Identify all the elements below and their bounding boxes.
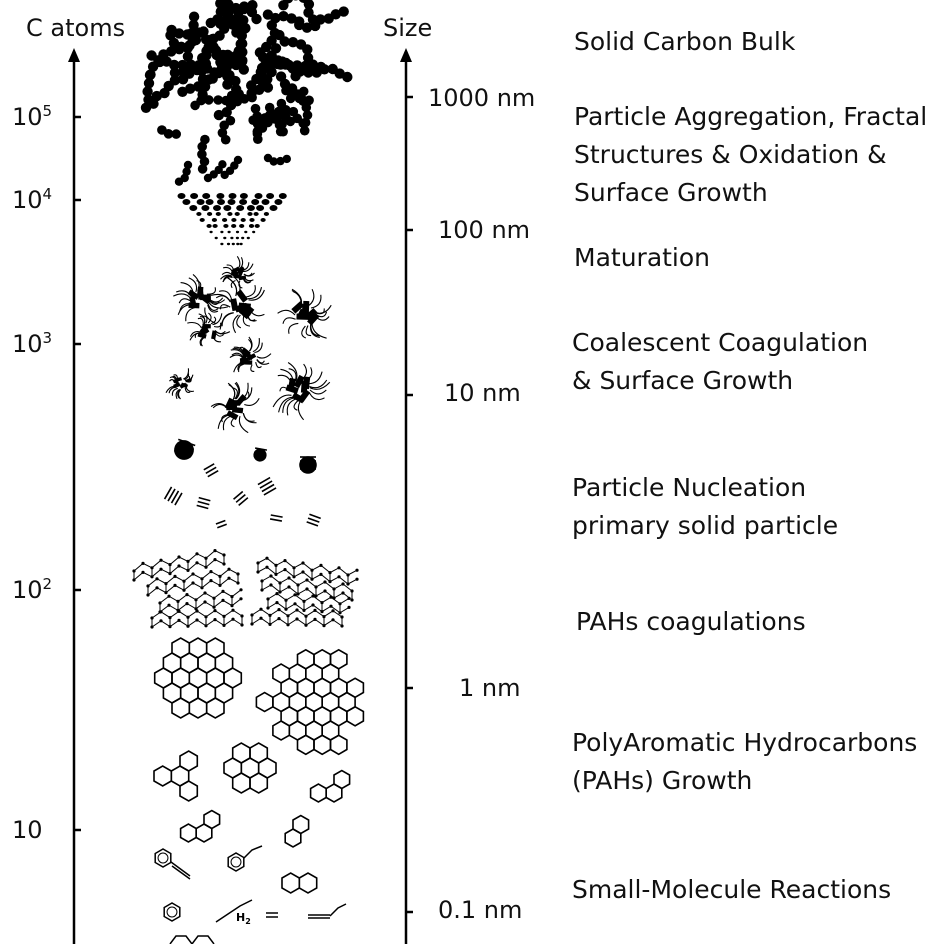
small-molecules-illustration — [154, 845, 347, 944]
size-tick-label: 1000 nm — [428, 84, 536, 112]
carbon-atoms-axis-title: C atoms — [26, 14, 126, 42]
c-atoms-tick-label: 102 — [12, 575, 53, 604]
stage-maturation: Maturation — [574, 243, 711, 272]
fractal-aggregates-illustration — [140, 0, 353, 186]
c-atoms-tick-label: 105 — [12, 102, 53, 131]
stage-small-molecule-reactions: Small-Molecule Reactions — [572, 875, 892, 904]
stage-particle-aggregation: Particle Aggregation, Fractal Structures… — [574, 102, 928, 207]
maturation-particles-illustration — [177, 193, 287, 246]
stage-solid-carbon-bulk: Solid Carbon Bulk — [574, 27, 796, 56]
coalescent-particles-illustration — [165, 255, 332, 434]
stage-particle-nucleation: Particle Nucleation primary solid partic… — [572, 473, 839, 540]
stage-pahs-coagulations: PAHs coagulations — [576, 607, 806, 636]
nucleation-particles-illustration — [163, 438, 321, 529]
left-ticks — [74, 115, 81, 832]
h2-label: H2 — [236, 911, 251, 926]
c-atoms-tick-label: 104 — [12, 185, 53, 214]
right-ticks — [406, 95, 413, 914]
size-tick-label: 10 nm — [444, 379, 521, 407]
c-atoms-tick-label: 10 — [12, 816, 43, 844]
size-tick-label: 1 nm — [459, 674, 521, 702]
size-axis-arrow — [400, 48, 412, 62]
stage-coalescent-coagulation: Coalescent Coagulation & Surface Growth — [572, 328, 869, 395]
size-tick-label: 100 nm — [438, 216, 531, 244]
size-axis-title: Size — [383, 14, 433, 42]
c-atoms-tick-label: 103 — [12, 329, 53, 358]
pah-sheet-stacks-illustration — [132, 549, 359, 629]
size-tick-label: 0.1 nm — [438, 896, 523, 924]
pah-molecules-illustration — [153, 637, 365, 894]
carbon-atoms-axis-arrow — [68, 48, 80, 62]
stage-pahs-growth: PolyAromatic Hydrocarbons (PAHs) Growth — [572, 728, 918, 795]
